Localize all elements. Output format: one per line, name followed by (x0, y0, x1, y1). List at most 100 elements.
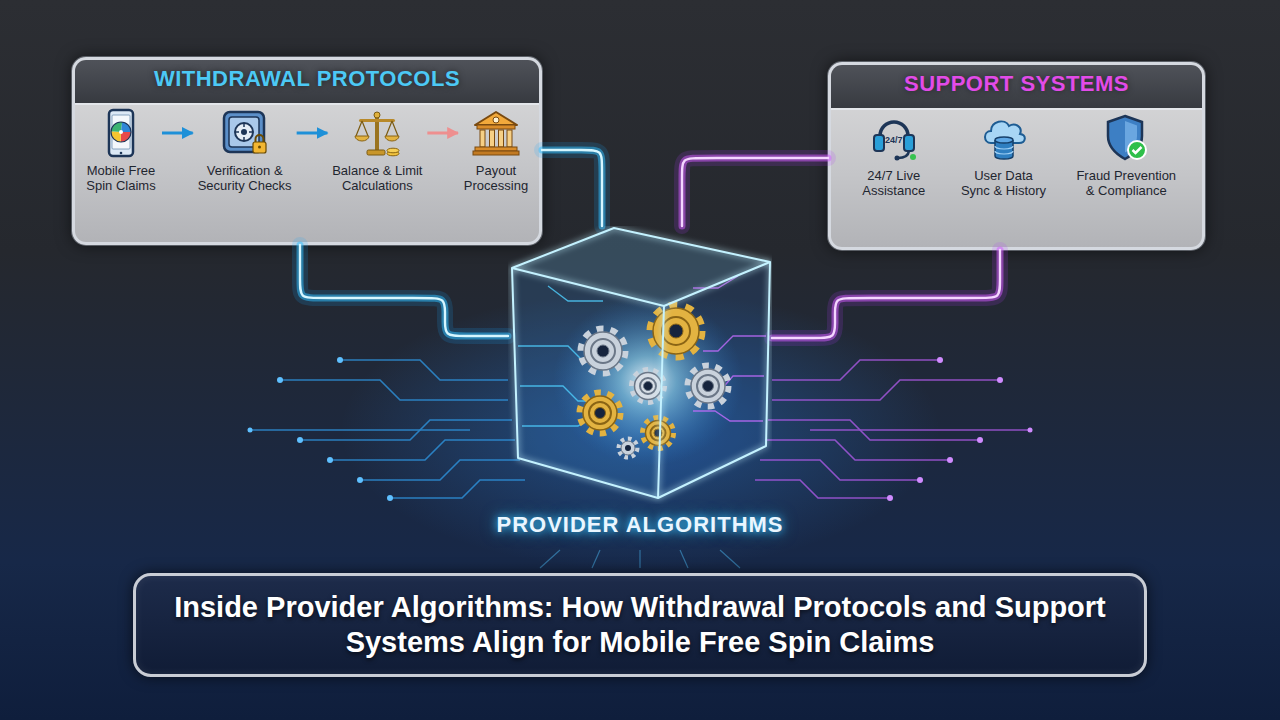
circuit-traces (330, 440, 515, 460)
circuit-traces (280, 380, 508, 400)
light-streaks (540, 550, 740, 568)
connector (300, 245, 508, 336)
cube-label-box: PROVIDER ALGORITHMS (468, 512, 812, 538)
step-label: User Data Sync & History (960, 168, 1048, 199)
circuit-dots (887, 357, 1033, 501)
panel-title-box: SUPPORT SYSTEMS (828, 62, 1205, 105)
circuit-dots (937, 357, 943, 363)
circuit-dots (977, 437, 983, 443)
connector-line (682, 158, 828, 226)
light-streaks (639, 550, 640, 568)
circuit-traces (765, 440, 950, 460)
process-step: 24/7 Live Assistance (854, 113, 934, 199)
connector-line (297, 132, 328, 135)
connector-glow (682, 158, 828, 226)
cube-illustration (512, 228, 770, 498)
step-icon (473, 112, 519, 155)
group-panel: SUPPORT SYSTEMS 24/7 Live Assistance User … (828, 62, 1205, 250)
connector-glow (682, 158, 828, 226)
connector (297, 133, 328, 134)
circuit-dots (997, 377, 1003, 383)
algorithm-cube: PROVIDER ALGORITHMS (508, 226, 772, 504)
circuit-traces (755, 360, 1030, 498)
circuit-traces (360, 460, 520, 480)
connector-line (300, 245, 508, 336)
connector (772, 250, 1000, 338)
circuit-dots (297, 437, 303, 443)
panel-title-box: WITHDRAWAL PROTOCOLS (72, 57, 542, 100)
connector (542, 150, 602, 226)
step-label: Balance & Limit Calculations (327, 163, 427, 194)
connector-line (542, 150, 602, 226)
circuit-dots (248, 428, 253, 433)
connector-line (162, 132, 193, 135)
circuit-dots (917, 477, 923, 483)
process-step: Verification & Security Checks (193, 108, 297, 194)
step-label: 24/7 Live Assistance (854, 168, 934, 199)
circuit-dots (387, 495, 393, 501)
step-icon (224, 112, 266, 153)
step-icon (471, 108, 521, 158)
step-label: Mobile Free Spin Claims (80, 163, 162, 194)
circuit-dots (357, 477, 363, 483)
circuit-traces (250, 429, 470, 431)
circuit-dots (277, 377, 283, 383)
light-streaks (720, 550, 740, 568)
cube-label: PROVIDER ALGORITHMS (496, 512, 783, 538)
step-icon (1108, 116, 1146, 159)
circuit-traces (300, 420, 512, 440)
light-streaks (680, 550, 688, 568)
circuit-dots (327, 457, 333, 463)
connector-line (772, 250, 1000, 338)
connector-glow (772, 250, 1000, 338)
step-label: Verification & Security Checks (193, 163, 297, 194)
process-step: User Data Sync & History (960, 113, 1048, 199)
step-icon (109, 110, 133, 156)
process-step: Fraud Prevention & Compliance (1073, 113, 1179, 199)
connector-glow (542, 150, 602, 226)
cube-illustration (508, 226, 772, 504)
step-icon (352, 108, 402, 158)
connector (682, 158, 828, 226)
circuit-traces (772, 360, 940, 380)
process-step: Mobile Free Spin Claims (80, 108, 162, 194)
circuit-dots (248, 357, 394, 501)
group-panel: WITHDRAWAL PROTOCOLS Mobile Free Spin Cla… (72, 57, 542, 245)
connector-line (427, 132, 458, 135)
step-icon (874, 122, 916, 161)
panel-title: SUPPORT SYSTEMS (904, 71, 1129, 97)
process-step: Payout Processing (458, 108, 534, 194)
step-icon (220, 108, 270, 158)
connector-glow (300, 245, 508, 336)
circuit-traces (810, 429, 1030, 431)
connector (162, 133, 193, 134)
step-label: Payout Processing (458, 163, 534, 194)
circuit-dots (947, 457, 953, 463)
circuit-traces (768, 420, 980, 440)
icon-label-box: 24/7 (885, 135, 903, 145)
light-streaks (540, 550, 560, 568)
circuit-dots (887, 495, 893, 501)
circuit-traces (390, 480, 525, 498)
circuit-traces (340, 360, 508, 380)
step-icon (355, 112, 399, 156)
circuit-dots (1028, 428, 1033, 433)
circuit-dots (337, 357, 343, 363)
caption-frame: Inside Provider Algorithms: How Withdraw… (133, 573, 1147, 677)
step-icon (96, 108, 146, 158)
circuit-traces (772, 380, 1000, 400)
circuit-traces (760, 460, 920, 480)
step-icon (985, 121, 1025, 159)
circuit-traces (250, 360, 525, 498)
panel-title: WITHDRAWAL PROTOCOLS (154, 66, 460, 92)
icon-label: 24/7 (885, 135, 903, 145)
process-step: Balance & Limit Calculations (327, 108, 427, 194)
caption-text: Inside Provider Algorithms: How Withdraw… (162, 590, 1118, 660)
connector (427, 133, 458, 134)
step-icon (979, 113, 1029, 163)
light-streaks (592, 550, 600, 568)
connector-glow (542, 150, 602, 226)
connector-glow (772, 250, 1000, 338)
circuit-traces (755, 480, 890, 498)
connector-glow (300, 245, 508, 336)
